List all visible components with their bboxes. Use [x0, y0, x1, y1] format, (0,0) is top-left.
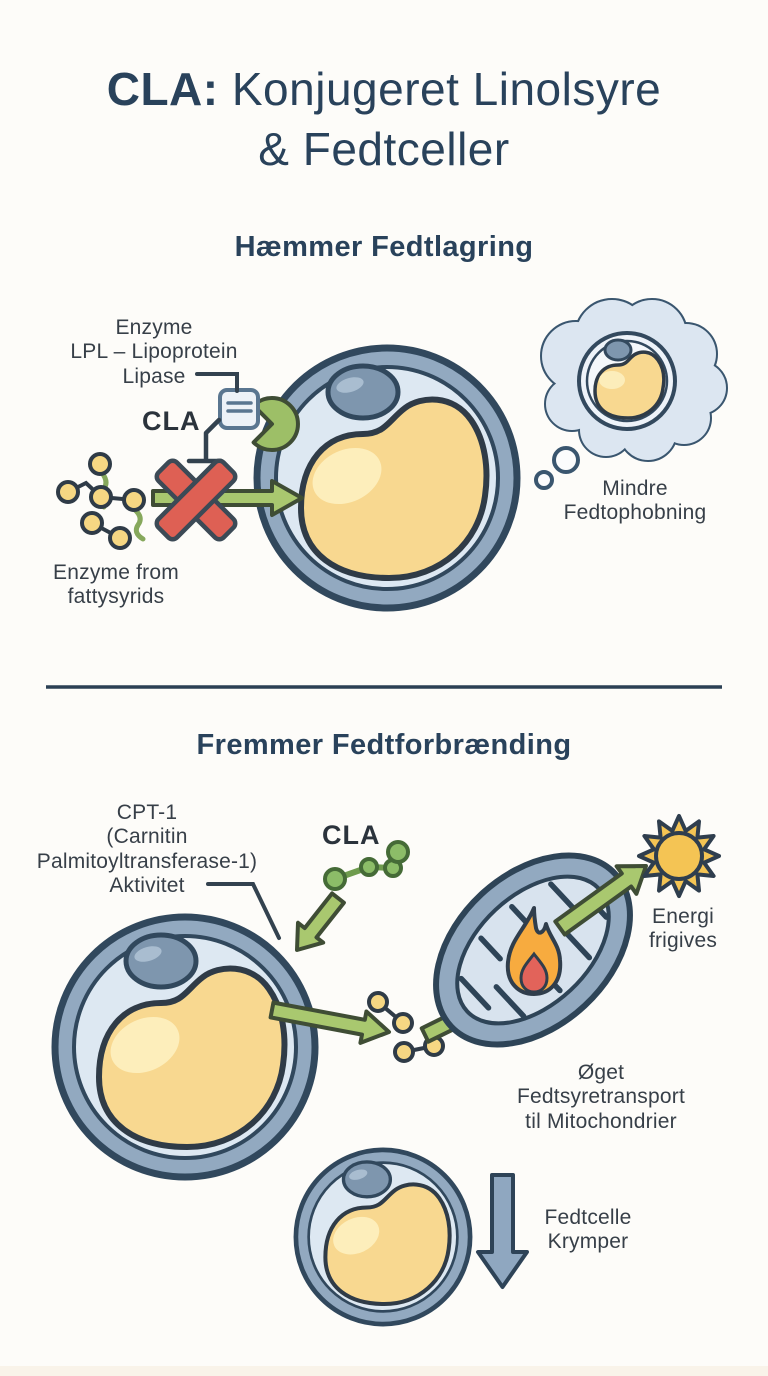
lpl-document-icon	[218, 388, 260, 430]
shrink-arrow-icon	[476, 1173, 529, 1289]
label-fatty-acids: Enzyme from fattysyrids	[53, 561, 179, 609]
label-energy-released: Energi frigives	[648, 905, 718, 953]
fat-cell-icon	[257, 348, 517, 608]
title-line-1: CLA: Konjugeret Linolsyre	[0, 60, 768, 120]
section2-heading: Fremmer Fedtforbrænding	[196, 729, 572, 761]
sun-icon	[637, 814, 721, 898]
label-cla-section1: CLA	[142, 406, 201, 436]
lpl-enzyme-icon	[251, 396, 300, 452]
title-cla: CLA:	[106, 63, 219, 115]
bubble-fat-cell-icon	[577, 331, 677, 431]
label-fatty-acid-transport: Øget Fedtsyretransport til Mitochondrier	[517, 1061, 685, 1133]
label-fat-cell-shrinks: Fedtcelle Krymper	[544, 1206, 632, 1254]
flame-icon	[505, 906, 563, 996]
fatty-acid-export-arrow-icon	[268, 1000, 391, 1045]
cpt1-leader-line	[206, 882, 281, 940]
fat-cell-icon	[55, 917, 315, 1177]
lpl-leader-line	[195, 372, 239, 393]
label-cla-section2: CLA	[322, 820, 381, 850]
shrunken-fat-cell-icon	[296, 1150, 470, 1324]
cla-molecule-icon	[323, 840, 410, 891]
energy-release-arrow-icon	[553, 864, 648, 937]
blocked-x-icon	[154, 458, 238, 542]
cla-action-arrow-icon	[295, 891, 346, 952]
section1-heading: Hæmmer Fedtlagring	[234, 231, 534, 263]
label-enzyme-lpl: Enzyme LPL – Lipoprotein Lipase	[70, 316, 238, 388]
title-rest: Konjugeret Linolsyre	[218, 63, 662, 115]
label-cpt1-activity: CPT-1 (Carnitin Palmitoyltransferase-1) …	[36, 801, 258, 898]
title-line-2: & Fedtceller	[258, 122, 510, 175]
label-less-fat-accumulation: Mindre Fedtophobning	[563, 477, 707, 525]
free-fatty-acids-icon	[367, 991, 445, 1063]
fatty-acid-molecules-icon	[56, 452, 146, 550]
page-title: CLA: Konjugeret Linolsyre & Fedtceller	[0, 60, 768, 180]
bottom-band	[0, 1366, 768, 1376]
